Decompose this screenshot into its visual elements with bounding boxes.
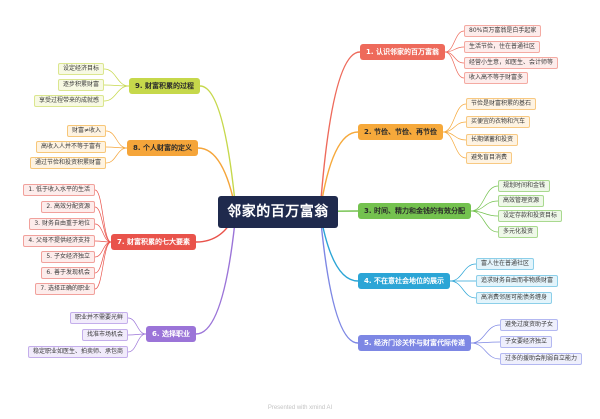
subtopic-1-4[interactable]: 收入高不等于财富多	[464, 72, 529, 84]
subtopic-connector	[127, 333, 147, 353]
subtopic-3-2[interactable]: 高效管理资源	[498, 195, 545, 207]
subtopic-connector	[444, 30, 465, 53]
main-topic-9[interactable]: 9. 财富积累的过程	[129, 78, 200, 94]
subtopic-connector	[105, 130, 128, 149]
subtopic-9-3[interactable]: 享受过程带来的成就感	[33, 95, 104, 107]
main-topic-5[interactable]: 5. 经济门诊关怀与财富代际传递	[358, 335, 471, 351]
subtopic-connector	[470, 200, 499, 212]
subtopic-connector	[105, 147, 128, 164]
subtopic-2-2[interactable]: 买便宜的衣物和汽车	[466, 116, 531, 128]
subtopic-9-1[interactable]: 设定经济目标	[57, 63, 104, 75]
subtopic-8-2[interactable]: 高收入人并不等于富有	[35, 141, 106, 153]
subtopic-connector	[94, 206, 112, 243]
subtopic-4-3[interactable]: 高消费邻居可能债务缠身	[476, 292, 553, 304]
subtopic-connector	[470, 342, 501, 360]
subtopic-2-4[interactable]: 避免盲目消费	[466, 152, 513, 164]
branch-connector	[199, 85, 237, 213]
subtopic-7-2[interactable]: 2. 高效分配资源	[41, 201, 95, 213]
subtopic-9-2[interactable]: 逐步积累财富	[57, 79, 104, 91]
main-topic-8[interactable]: 8. 个人财富的定义	[127, 140, 198, 156]
subtopic-7-3[interactable]: 3. 财务自由重于地位	[29, 218, 95, 230]
subtopic-7-6[interactable]: 6. 善于发现机会	[41, 267, 95, 279]
subtopic-8-1[interactable]: 财富≠收入	[66, 125, 106, 137]
subtopic-connector	[470, 324, 501, 344]
subtopic-connector	[442, 103, 467, 133]
main-topic-4[interactable]: 4. 不在意社会地位的展示	[358, 273, 450, 289]
subtopic-1-1[interactable]: 80%百万富翁是白手起家	[464, 25, 542, 37]
subtopic-3-4[interactable]: 多元化投资	[498, 226, 539, 238]
branch-connector	[319, 211, 359, 344]
subtopic-2-1[interactable]: 节俭是财富积累的基石	[466, 98, 537, 110]
subtopic-connector	[94, 223, 112, 243]
subtopic-connector	[94, 189, 112, 243]
subtopic-connector	[470, 185, 499, 212]
subtopic-4-2[interactable]: 追求财务自由而非物质财富	[476, 275, 559, 287]
main-topic-6[interactable]: 6. 选择职业	[146, 326, 196, 342]
subtopic-connector	[444, 46, 465, 53]
subtopic-connector	[449, 263, 477, 282]
subtopic-connector	[103, 85, 130, 102]
subtopic-7-7[interactable]: 7. 选择正确的职业	[35, 283, 95, 295]
footer-watermark: Presented with xmind AI	[267, 405, 333, 411]
subtopic-1-3[interactable]: 经营小生意，如医生、会计师等	[464, 57, 559, 69]
subtopic-6-2[interactable]: 找准市场机会	[81, 329, 128, 341]
subtopic-5-2[interactable]: 子女要经济独立	[500, 336, 553, 348]
main-topic-1[interactable]: 1. 认识邻家的百万富翁	[360, 44, 445, 60]
subtopic-connector	[444, 51, 465, 64]
subtopic-connector	[127, 317, 147, 335]
subtopic-7-4[interactable]: 4. 父母不提供经济支持	[23, 235, 95, 247]
subtopic-connector	[444, 51, 465, 79]
subtopic-connector	[94, 241, 112, 274]
subtopic-5-1[interactable]: 避免过度资助子女	[500, 319, 559, 331]
subtopic-8-3[interactable]: 通过节俭和投资积累财富	[29, 157, 106, 169]
subtopic-connector	[94, 240, 112, 243]
subtopic-connector	[94, 241, 112, 290]
subtopic-connector	[449, 280, 477, 299]
subtopic-6-1[interactable]: 职业并不需要光鲜	[69, 312, 128, 324]
subtopic-connector	[442, 121, 467, 133]
subtopic-connector	[103, 68, 130, 87]
subtopic-4-1[interactable]: 富人住在普通社区	[476, 258, 535, 270]
subtopic-3-1[interactable]: 规划时间和金钱	[498, 180, 551, 192]
main-topic-2[interactable]: 2. 节俭、节俭、再节俭	[358, 124, 443, 140]
subtopic-5-3[interactable]: 过多的援助会削弱自立能力	[500, 353, 583, 365]
subtopic-6-3[interactable]: 稳定职业如医生、拍卖师、承包商	[27, 346, 128, 358]
subtopic-1-2[interactable]: 生活节俭，住在普通社区	[464, 41, 541, 53]
subtopic-connector	[470, 210, 499, 233]
branch-connector	[195, 211, 237, 335]
main-topic-3[interactable]: 3. 时间、精力和金钱的有效分配	[358, 203, 471, 219]
subtopic-connector	[442, 131, 467, 159]
main-topic-7[interactable]: 7. 财富积累的七大要素	[111, 234, 196, 250]
subtopic-7-1[interactable]: 1. 低于收入水平的生活	[23, 184, 95, 196]
subtopic-3-3[interactable]: 设定存款和投资目标	[498, 210, 563, 222]
subtopic-2-3[interactable]: 长期储蓄和投资	[466, 134, 519, 146]
central-topic[interactable]: 邻家的百万富翁	[218, 196, 338, 228]
branch-connector	[319, 51, 361, 213]
subtopic-7-5[interactable]: 5. 子女经济独立	[41, 251, 95, 263]
